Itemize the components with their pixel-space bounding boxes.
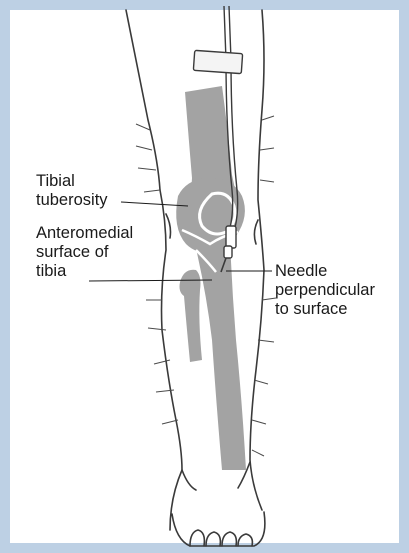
foot-outline (172, 512, 265, 546)
label-line: Needle (275, 262, 375, 281)
fibula-shape (180, 270, 203, 362)
label-line: Anteromedial (36, 224, 133, 243)
tibia-shape (194, 240, 246, 470)
toe-4 (238, 534, 252, 546)
label-line: Tibial (36, 172, 108, 191)
label-anteromedial-surface: Anteromedial surface of tibia (36, 224, 133, 281)
tape (193, 50, 242, 73)
toe-3 (222, 532, 236, 546)
label-tibial-tuberosity: Tibial tuberosity (36, 172, 108, 210)
needle-hub (224, 226, 236, 258)
foot (172, 512, 265, 546)
toe-1 (190, 530, 204, 546)
label-line: surface of (36, 243, 133, 262)
toe-2 (206, 532, 220, 546)
label-line: to surface (275, 300, 375, 319)
leg-left-contour (126, 10, 182, 530)
leg-right-contour (250, 10, 264, 510)
label-line: tuberosity (36, 191, 108, 210)
label-line: tibia (36, 262, 133, 281)
leg-bones (176, 86, 246, 470)
label-line: perpendicular (275, 281, 375, 300)
label-needle-perpendicular: Needle perpendicular to surface (275, 262, 375, 319)
